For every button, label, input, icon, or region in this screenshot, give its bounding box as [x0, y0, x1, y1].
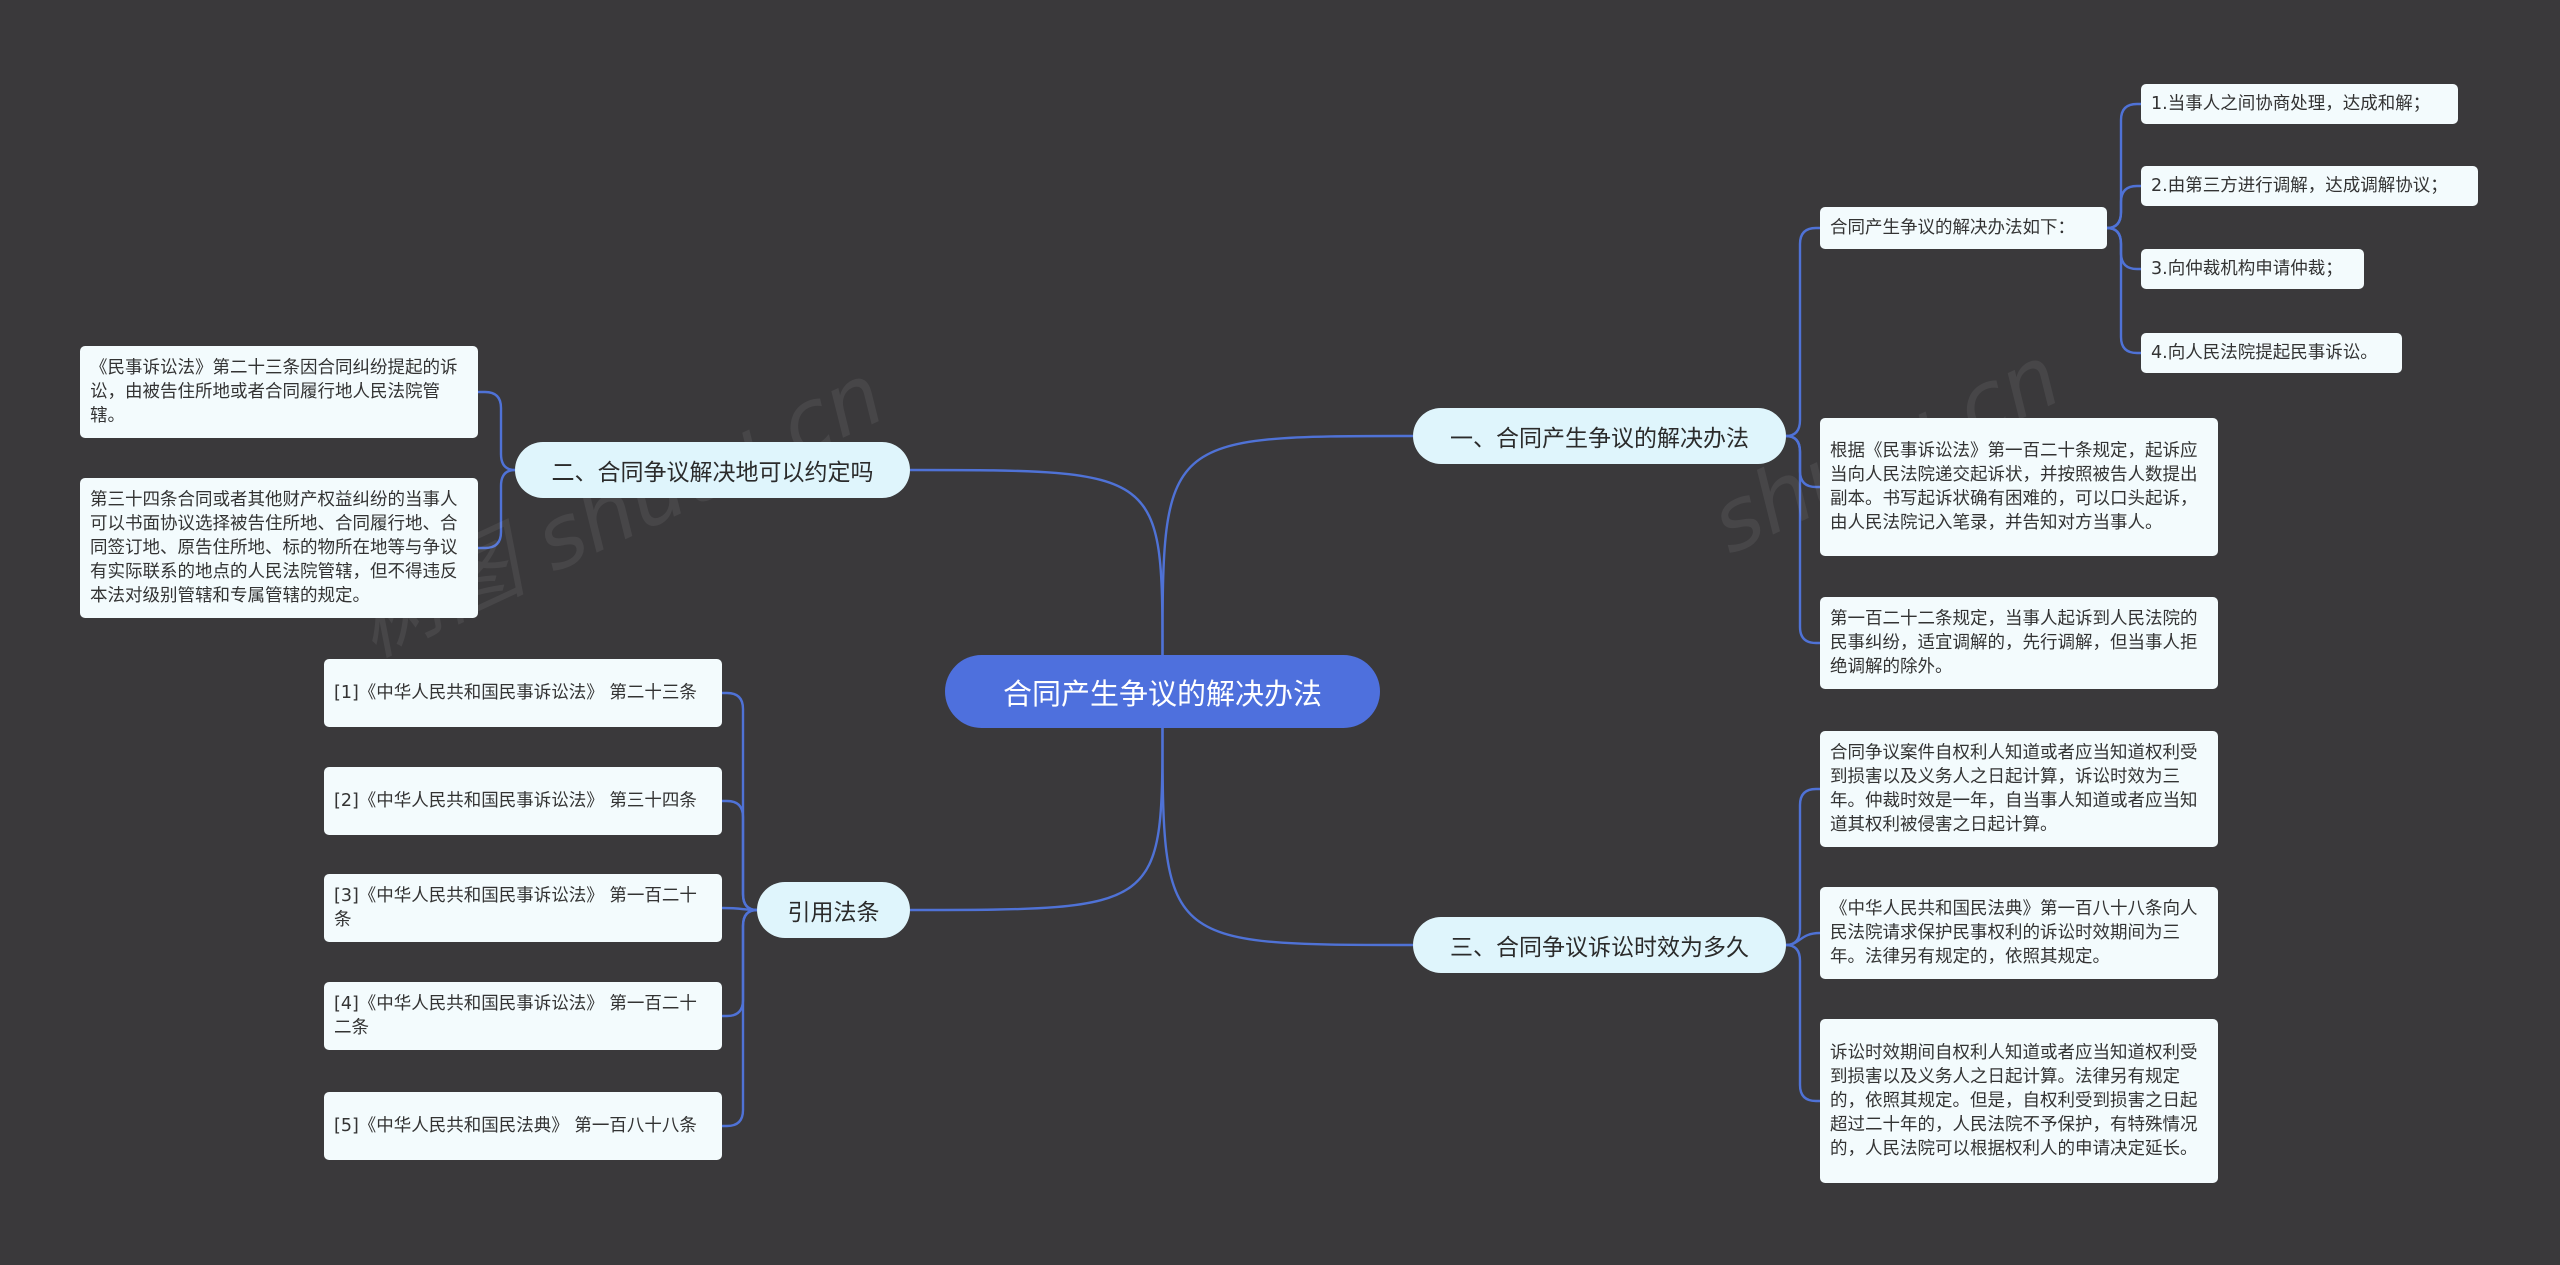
citation-5[interactable]: [5]《中华人民共和国民法典》 第一百八十八条: [324, 1092, 722, 1160]
limitation-three-years[interactable]: 合同争议案件自权利人知道或者应当知道权利受到损害以及义务人之日起计算，诉讼时效为…: [1820, 731, 2218, 847]
link-b1-0: [1785, 226, 1820, 438]
link-b4-1: [722, 799, 758, 912]
article-120-note[interactable]: 根据《民事诉讼法》第一百二十条规定，起诉应当向人民法院递交起诉状，并按照被告人数…: [1820, 418, 2218, 556]
method-mediation[interactable]: 2.由第三方进行调解，达成调解协议；: [2141, 166, 2478, 206]
link-b2-1: [478, 468, 516, 550]
root-node[interactable]: 合同产生争议的解决办法: [945, 655, 1380, 728]
citation-1[interactable]: [1]《中华人民共和国民事诉讼法》 第二十三条: [324, 659, 722, 727]
civil-code-article-188[interactable]: 《中华人民共和国民法典》第一百八十八条向人民法院请求保护民事权利的诉讼时效期间为…: [1820, 887, 2218, 979]
branch-jurisdiction-agreement[interactable]: 二、合同争议解决地可以约定吗: [515, 442, 910, 498]
citation-3[interactable]: [3]《中华人民共和国民事诉讼法》 第一百二十条: [324, 874, 722, 942]
link-intro-1: [2106, 184, 2141, 230]
link-b1-2: [1785, 434, 1820, 645]
article-122-note[interactable]: 第一百二十二条规定，当事人起诉到人民法院的民事纠纷，适宜调解的，先行调解，但当事…: [1820, 597, 2218, 689]
link-root-b4: [909, 723, 1164, 912]
article-23-note[interactable]: 《民事诉讼法》第二十三条因合同纠纷提起的诉讼，由被告住所地或者合同履行地人民法院…: [80, 346, 478, 438]
branch-resolution-methods[interactable]: 一、合同产生争议的解决办法: [1413, 408, 1786, 464]
citation-2[interactable]: [2]《中华人民共和国民事诉讼法》 第三十四条: [324, 767, 722, 835]
limitation-twenty-years[interactable]: 诉讼时效期间自权利人知道或者应当知道权利受到损害以及义务人之日起计算。法律另有规…: [1820, 1019, 2218, 1183]
resolution-intro[interactable]: 合同产生争议的解决办法如下：: [1820, 207, 2107, 249]
link-root-b3: [1161, 723, 1414, 947]
method-negotiation[interactable]: 1.当事人之间协商处理，达成和解；: [2141, 84, 2458, 124]
link-intro-0: [2106, 102, 2141, 230]
link-intro-3: [2106, 226, 2141, 355]
link-b1-1: [1785, 434, 1820, 489]
link-b3-0: [1785, 787, 1820, 947]
branch-cited-laws[interactable]: 引用法条: [757, 882, 910, 938]
link-b3-1: [1785, 931, 1821, 947]
method-arbitration[interactable]: 3.向仲裁机构申请仲裁；: [2141, 249, 2364, 289]
branch-limitation-period[interactable]: 三、合同争议诉讼时效为多久: [1413, 917, 1786, 973]
link-b4-3: [722, 908, 758, 1018]
citation-4[interactable]: [4]《中华人民共和国民事诉讼法》 第一百二十二条: [324, 982, 722, 1050]
link-root-b1: [1161, 434, 1414, 660]
link-intro-2: [2106, 226, 2141, 271]
link-b4-4: [722, 908, 758, 1128]
link-b3-2: [1785, 943, 1820, 1103]
method-litigation[interactable]: 4.向人民法院提起民事诉讼。: [2141, 333, 2402, 373]
link-b2-0: [478, 390, 516, 472]
article-34-note[interactable]: 第三十四条合同或者其他财产权益纠纷的当事人可以书面协议选择被告住所地、合同履行地…: [80, 478, 478, 618]
link-root-b2: [909, 468, 1164, 660]
